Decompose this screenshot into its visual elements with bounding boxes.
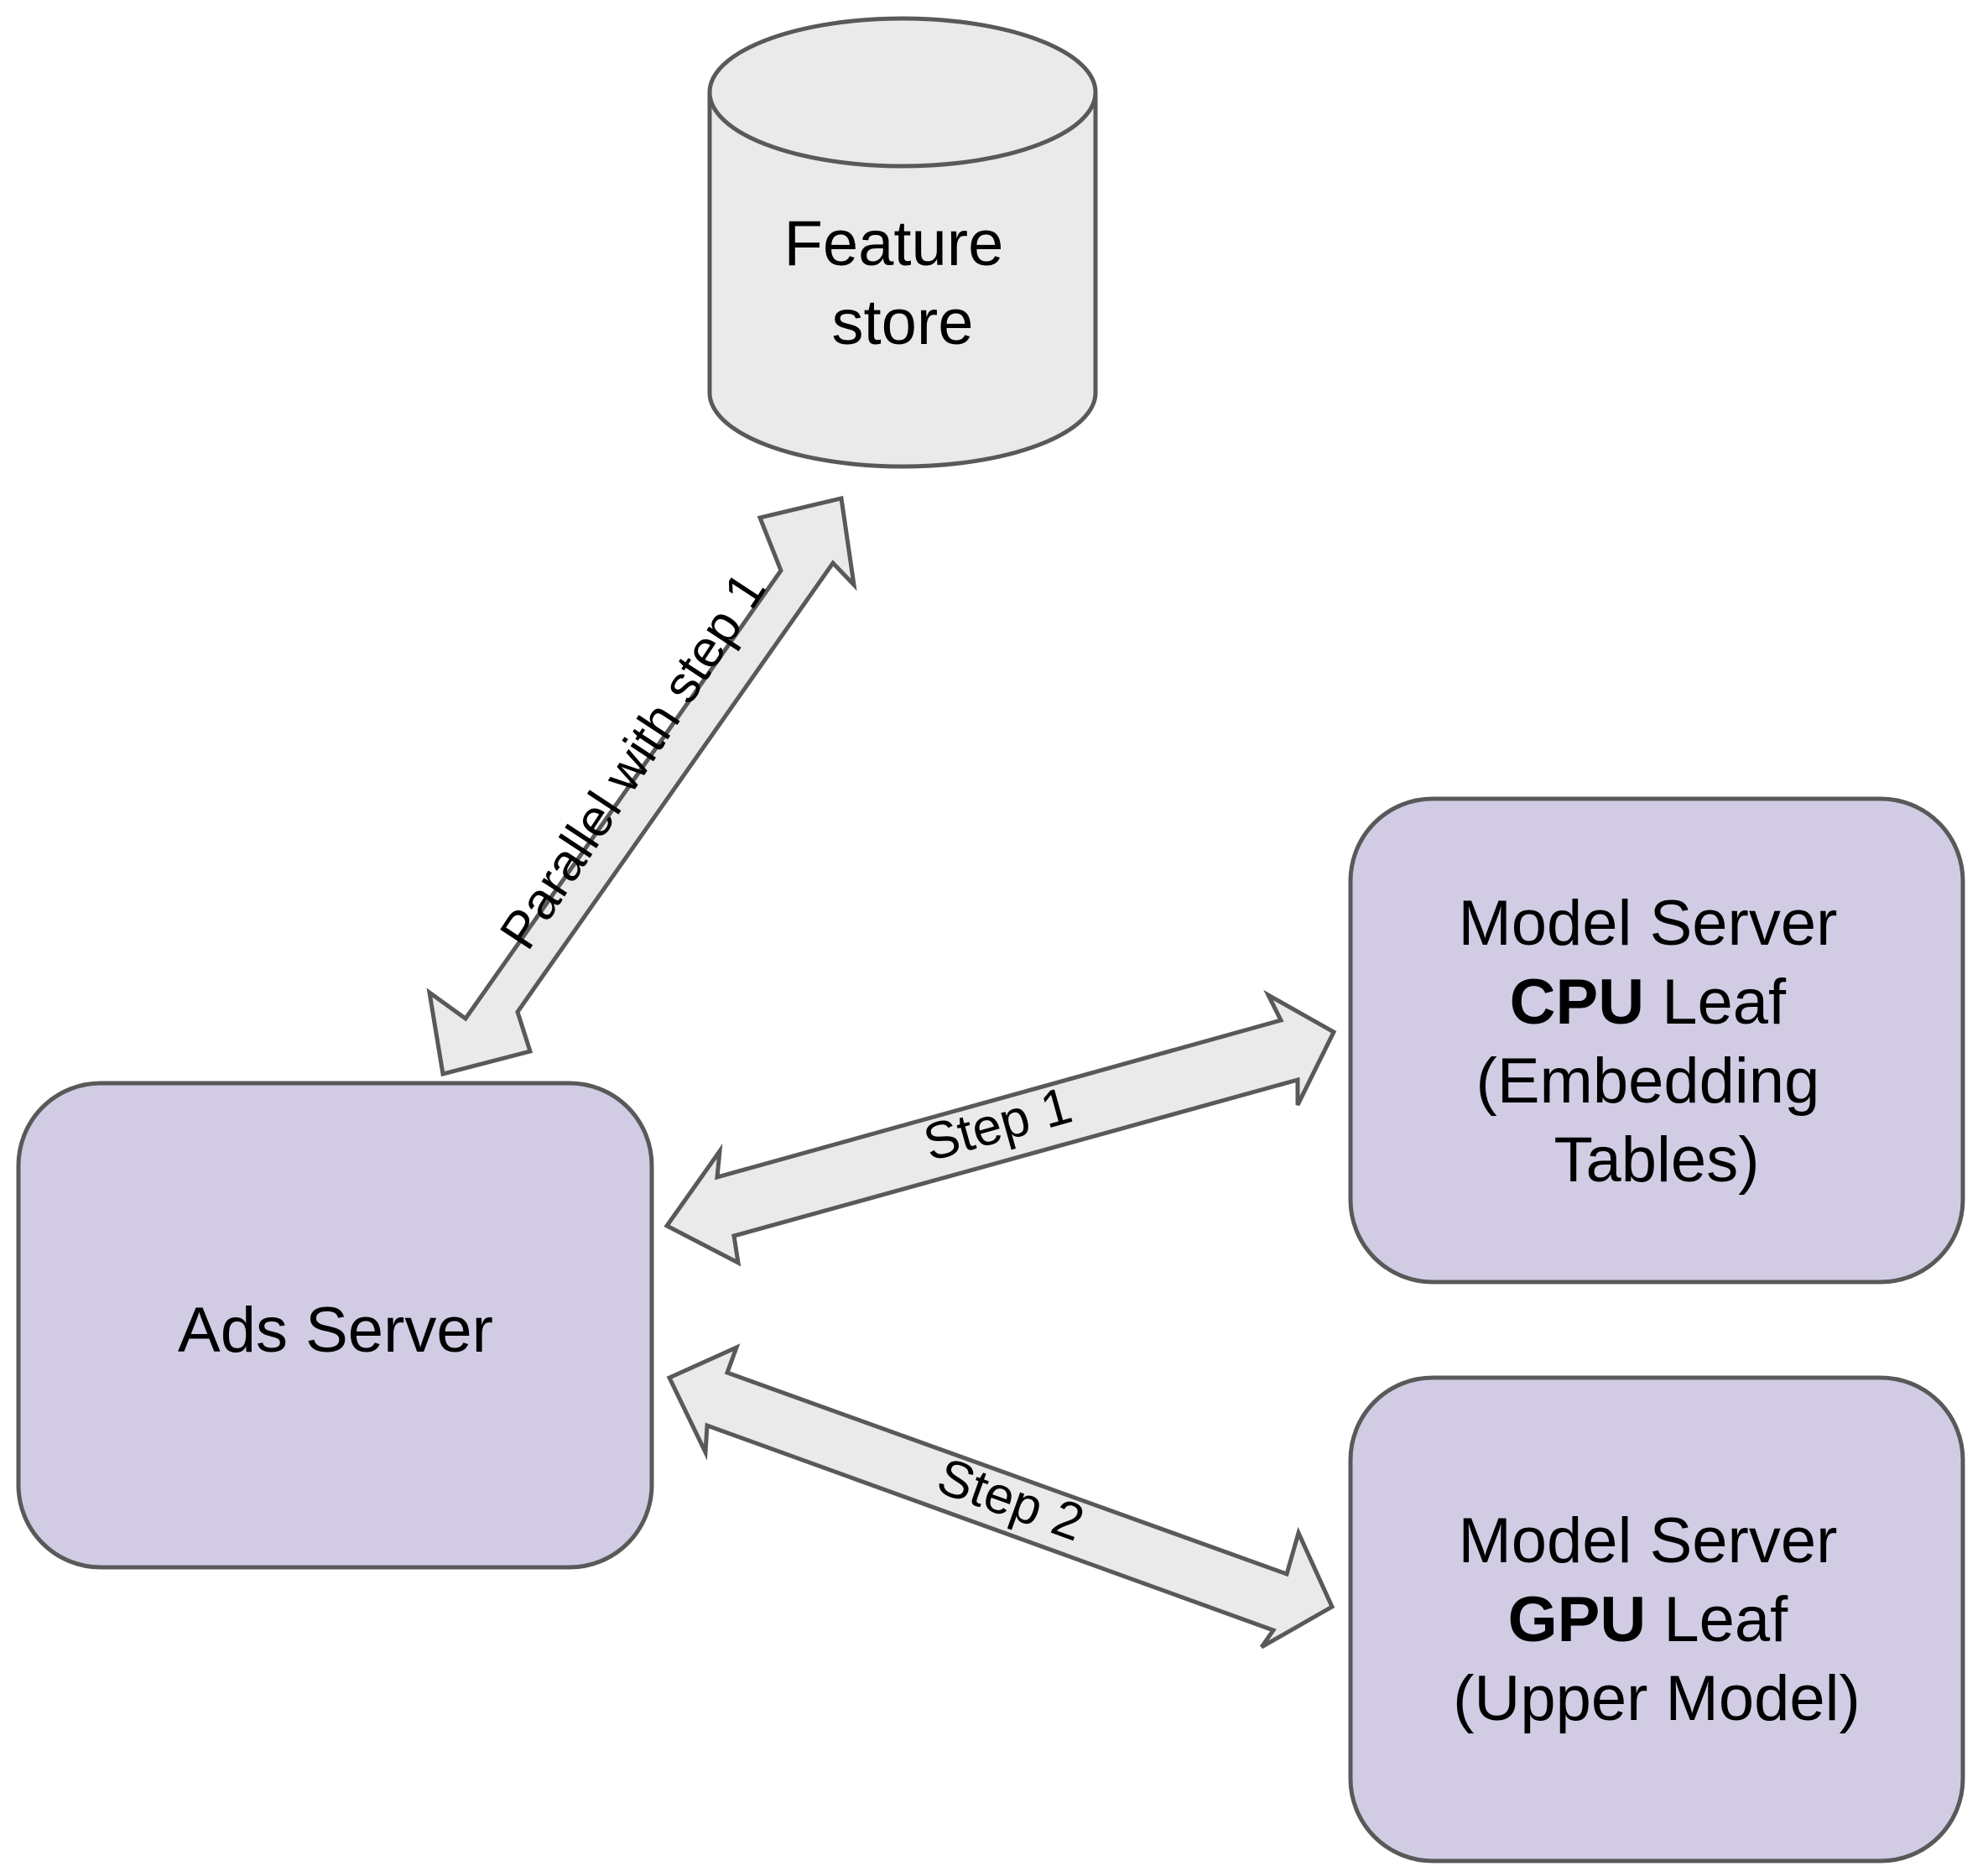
gpu-leaf-line2: GPU Leaf — [1508, 1584, 1789, 1655]
edge-ads-cpu-leaf: Step 1 — [664, 989, 1337, 1267]
gpu-leaf-line1: Model Server — [1458, 1505, 1837, 1577]
cpu-leaf-line4: Tables) — [1554, 1124, 1760, 1196]
feature-store-cylinder-body — [707, 92, 1098, 469]
double-arrow-step-2 — [666, 1343, 1335, 1650]
feature-store-node: Feature store — [707, 16, 1098, 469]
cpu-leaf-line3: (Embedding — [1476, 1045, 1820, 1117]
edge-ads-gpu-leaf: Step 2 — [666, 1343, 1335, 1650]
cpu-leaf-bold: CPU — [1510, 967, 1644, 1038]
gpu-leaf-label: Model Server GPU Leaf (Upper Model) — [1453, 1505, 1860, 1734]
gpu-leaf-bold: GPU — [1508, 1584, 1647, 1655]
double-arrow-feature-store — [426, 495, 857, 1077]
cpu-leaf-line2-rest: Leaf — [1644, 967, 1787, 1038]
ads-server-box — [16, 1081, 654, 1570]
feature-store-label: Feature store — [783, 208, 1021, 358]
cpu-leaf-label: Model Server CPU Leaf (Embedding Tables) — [1458, 888, 1855, 1196]
ads-server-node: Ads Server — [16, 1081, 654, 1570]
gpu-leaf-line2-rest: Leaf — [1646, 1584, 1788, 1655]
feature-store-label-line2: store — [832, 287, 974, 358]
edge-ads-feature-store: Parallel with step 1 — [426, 495, 857, 1077]
gpu-leaf-node: Model Server GPU Leaf (Upper Model) — [1348, 1375, 1965, 1863]
cpu-leaf-node: Model Server CPU Leaf (Embedding Tables) — [1348, 796, 1965, 1285]
double-arrow-step-1 — [664, 989, 1337, 1267]
ads-server-label: Ads Server — [178, 1295, 493, 1366]
feature-store-label-line1: Feature — [783, 208, 1003, 279]
gpu-leaf-box — [1348, 1375, 1965, 1863]
edge-label-parallel: Parallel with step 1 — [489, 562, 777, 959]
cpu-leaf-box — [1348, 796, 1965, 1285]
feature-store-cylinder-top — [707, 16, 1098, 169]
cpu-leaf-line1: Model Server — [1458, 888, 1837, 959]
cpu-leaf-line2: CPU Leaf — [1510, 967, 1787, 1038]
gpu-leaf-line3: (Upper Model) — [1453, 1663, 1860, 1734]
